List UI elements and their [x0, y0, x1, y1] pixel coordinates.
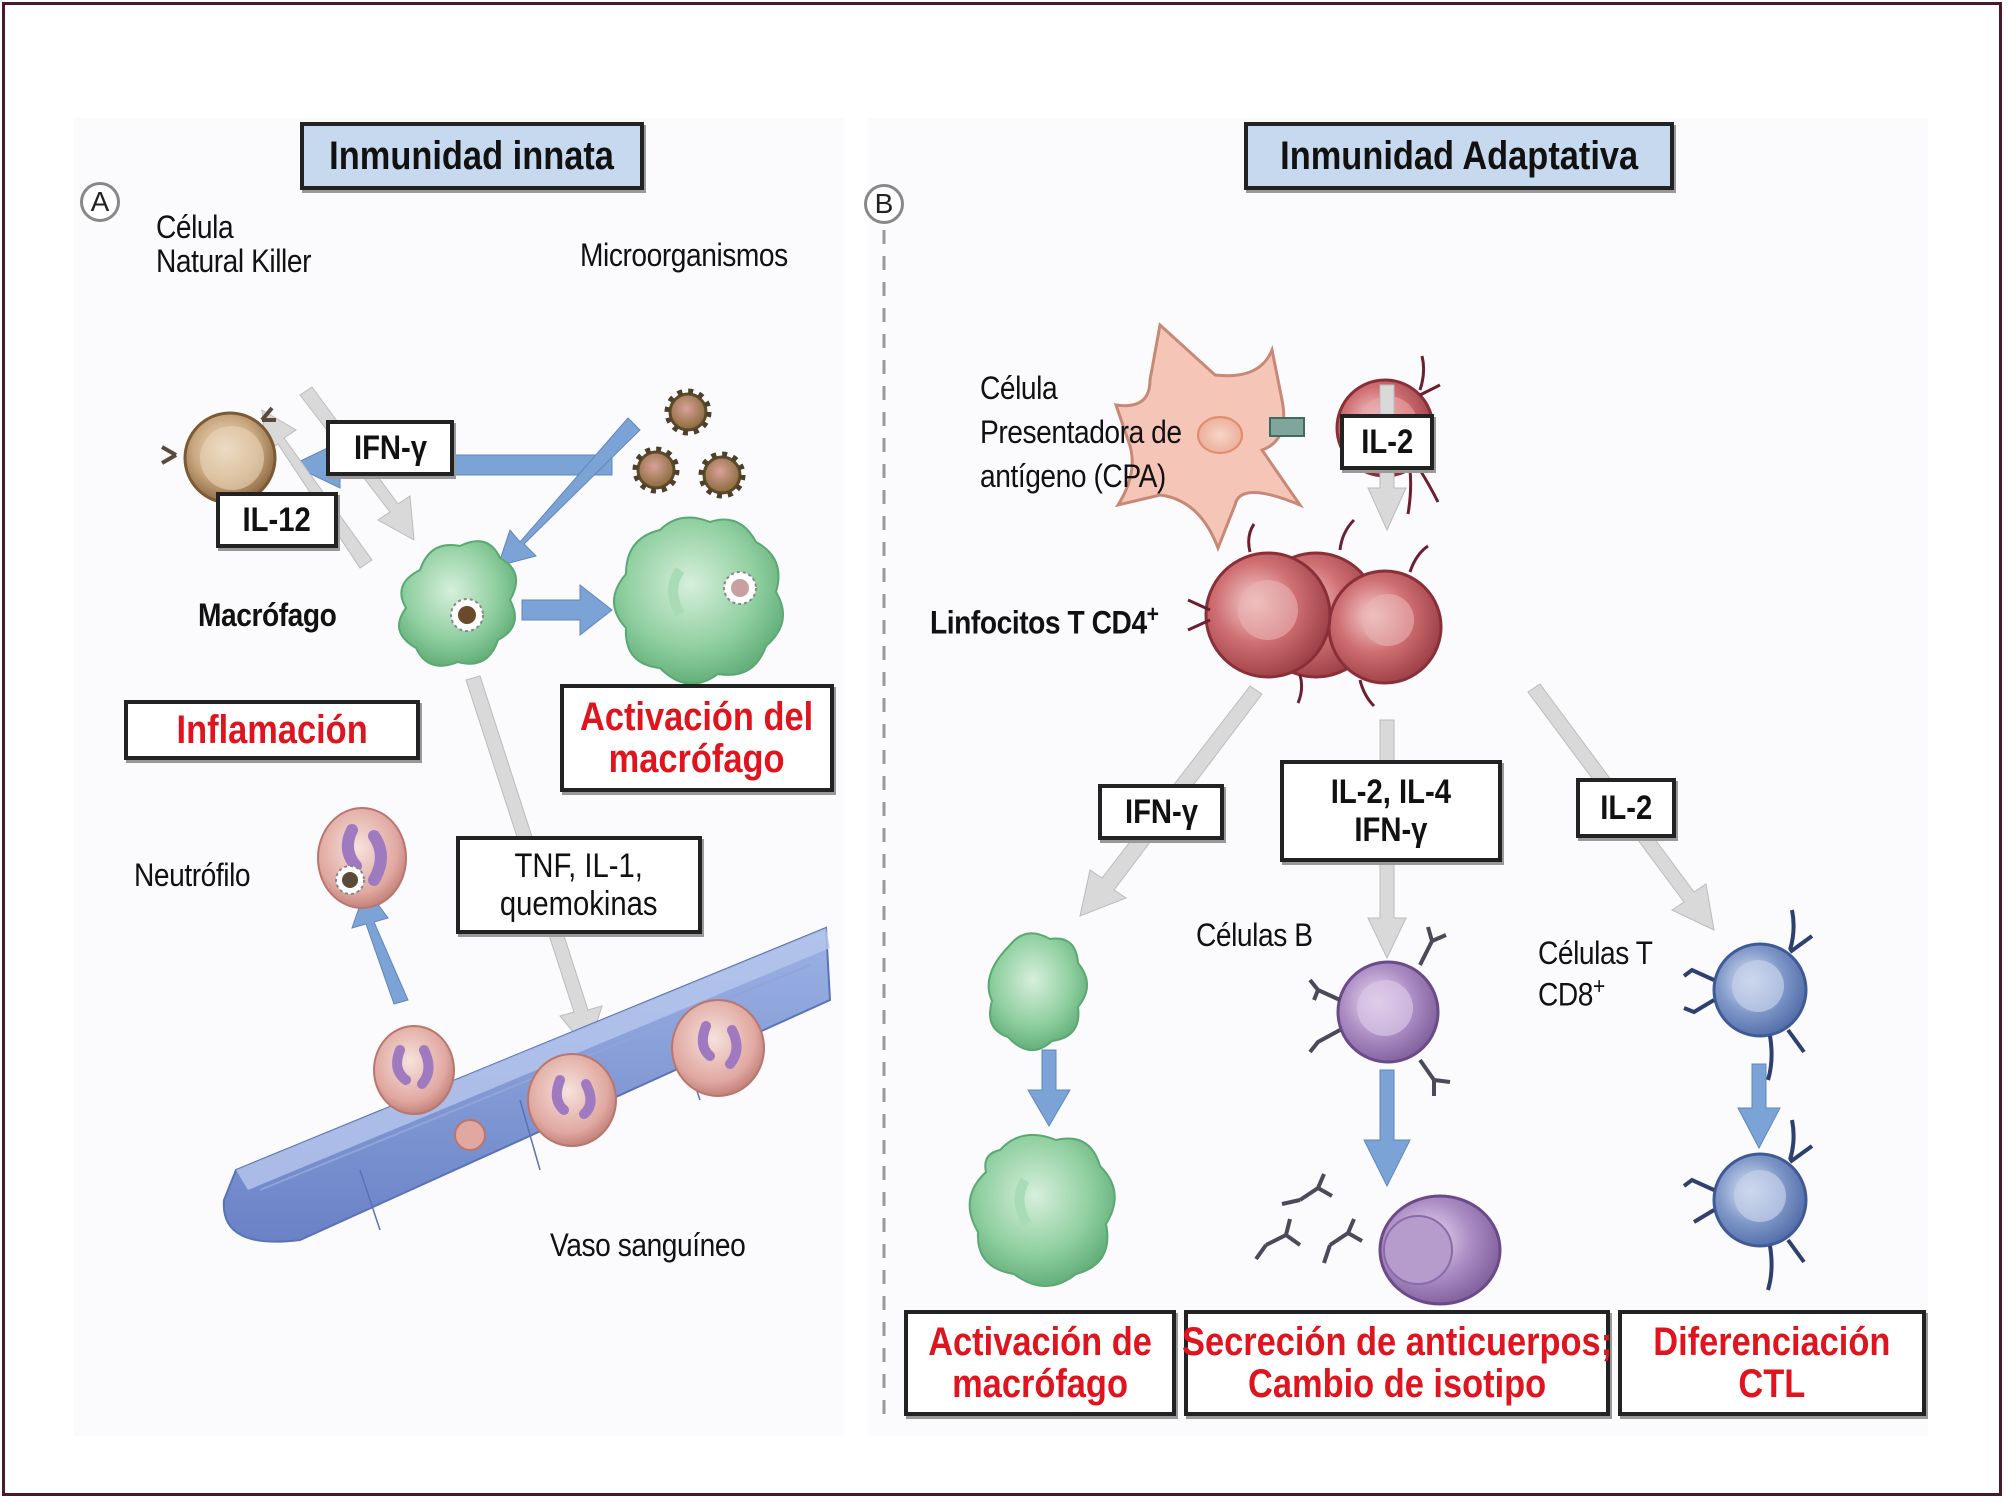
outcome-antibody-secretion: Secreción de anticuerpos; Cambio de isot… [1182, 1310, 1612, 1416]
arrow-macrophage-activation [521, 583, 613, 637]
cytokine-box-tnf-il1: TNF, IL-1, quemokinas [456, 836, 702, 934]
apc-graphic [1113, 322, 1305, 553]
macrophage-small-graphic [987, 932, 1088, 1051]
outcome-macrophage-activation: Activación del macrófago [560, 684, 834, 792]
label-nk-cell: Célula Natural Killer [156, 209, 312, 279]
outcome-inflammation: Inflamación [124, 700, 420, 760]
cd4-t-cells-graphic [1187, 518, 1443, 708]
vessel-neutrophils [373, 999, 765, 1151]
panel-b-marker: B [864, 184, 904, 224]
cytokine-box-il2-right: IL-2 [1576, 778, 1676, 838]
label-apc: Célula Presentadora de antígeno (CPA) [980, 370, 1182, 494]
antibodies-graphic [1254, 1173, 1363, 1264]
panel-a-marker: A [80, 182, 120, 222]
outcome-macrophage-activation-adaptive: Activación de macrófago [904, 1310, 1176, 1416]
cytokine-box-il2-il4-ifn: IL-2, IL-4 IFN-γ [1280, 760, 1502, 862]
arrow-macrophage-small-to-large [1027, 1049, 1071, 1127]
cytokine-box-il12: IL-12 [216, 492, 338, 548]
b-cell-graphic [1308, 926, 1451, 1096]
label-cd8-t-cells: Células T CD8+ [1538, 935, 1653, 1013]
plasma-cell-graphic [1378, 1194, 1502, 1306]
macrophage-graphic [397, 540, 518, 667]
nk-cell-graphic [161, 406, 277, 514]
cytokine-box-ifn-gamma: IFN-γ [326, 420, 454, 476]
arrow-cd8-to-ctl [1737, 1063, 1781, 1150]
label-blood-vessel: Vaso sanguíneo [550, 1227, 746, 1263]
neutrophil-graphic [317, 807, 407, 909]
cytokine-box-il2-top: IL-2 [1340, 414, 1434, 470]
macrophage-large-graphic [968, 1133, 1116, 1287]
label-microorganisms: Microorganismos [580, 237, 788, 273]
label-neutrophil: Neutrófilo [134, 857, 251, 893]
arrow-micro-to-macrophage [497, 417, 641, 567]
ctl-graphic [1682, 1119, 1814, 1291]
label-b-cells: Células B [1196, 917, 1313, 953]
label-macrophage: Macrófago [198, 597, 337, 633]
arrow-b-cell-to-plasma [1363, 1069, 1411, 1188]
activated-macrophage-graphic [613, 516, 784, 685]
panel-b-title: Inmunidad Adaptativa [1244, 122, 1674, 190]
blood-vessel-graphic [222, 926, 832, 1243]
label-cd4-t-cells: Linfocitos T CD4+ [930, 601, 1159, 641]
cytokine-box-ifn-gamma-left: IFN-γ [1098, 784, 1224, 840]
outcome-ctl-differentiation: Diferenciación CTL [1618, 1310, 1926, 1416]
microorganisms-graphic [632, 388, 746, 499]
cd8-t-cell-graphic [1682, 909, 1814, 1081]
panel-a-title: Inmunidad innata [300, 122, 644, 190]
